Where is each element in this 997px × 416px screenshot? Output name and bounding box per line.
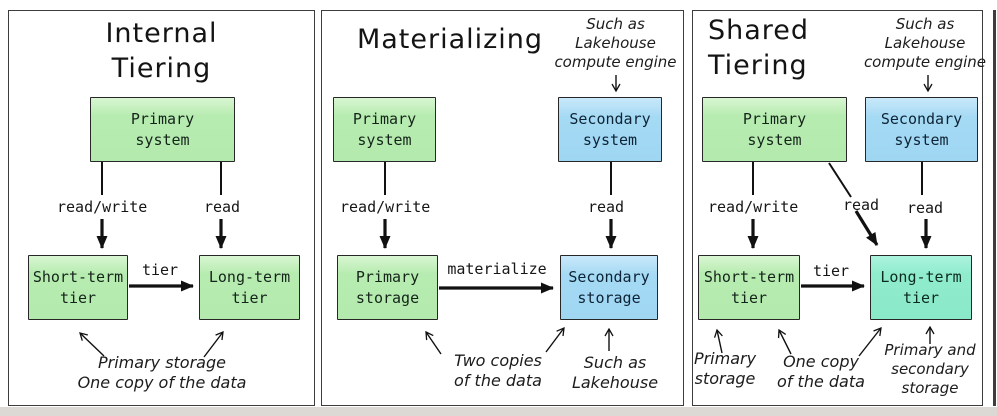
edge-label-read-write-1: read/write — [57, 198, 148, 216]
edge-label-tier-1: tier — [141, 261, 179, 279]
edge-label-tier-3: tier — [812, 262, 850, 280]
edge-label-read-write-3: read/write — [708, 198, 799, 216]
box-primary-storage-2: Primary storage — [337, 255, 438, 320]
panel-materializing — [321, 10, 684, 406]
note-lakehouse-engine-2: Such as Lakehouse compute engine — [554, 15, 677, 71]
edge-label-read-primary-3: read — [842, 196, 880, 214]
panel-title-internal-tiering: Internal Tiering — [105, 18, 218, 84]
edge-label-read-2: read — [587, 198, 625, 216]
edge-label-materialize-2: materialize — [447, 260, 547, 278]
note-such-as-lakehouse-2: Such as Lakehouse — [571, 353, 659, 392]
box-secondary-system-2: Secondary system — [558, 97, 662, 162]
bottom-strip — [0, 407, 997, 416]
box-primary-system-2: Primary system — [333, 97, 436, 162]
panel-title-shared-tiering: Shared Tiering — [708, 15, 810, 81]
note-one-copy-3: One copy of the data — [777, 352, 865, 391]
box-primary-system-3: Primary system — [702, 97, 847, 162]
box-long-term-tier-3: Long-term tier — [870, 255, 972, 320]
note-lakehouse-engine-3: Such as Lakehouse compute engine — [863, 15, 987, 71]
panel-title-materializing: Materializing — [356, 24, 544, 55]
box-primary-system-1: Primary system — [90, 97, 235, 162]
edge-label-read-write-2: read/write — [340, 198, 431, 216]
box-secondary-storage-2: Secondary storage — [560, 255, 658, 320]
box-short-term-tier-1: Short-term tier — [28, 255, 128, 320]
box-long-term-tier-1: Long-term tier — [199, 255, 300, 320]
box-short-term-tier-3: Short-term tier — [698, 255, 800, 320]
edge-label-read-secondary-3: read — [906, 199, 944, 217]
note-primary-storage-3: Primary storage — [693, 349, 757, 388]
cropped-panel-edge — [993, 10, 996, 406]
note-primary-storage-1: Primary storage One copy of the data — [77, 353, 247, 392]
note-two-copies-2: Two copies of the data — [454, 351, 542, 390]
panel-shared-tiering — [692, 10, 983, 406]
panel-internal-tiering — [8, 10, 315, 406]
edge-label-read-1: read — [203, 198, 241, 216]
box-secondary-system-3: Secondary system — [865, 97, 978, 162]
note-primary-and-secondary-3: Primary and secondary storage — [884, 341, 976, 397]
